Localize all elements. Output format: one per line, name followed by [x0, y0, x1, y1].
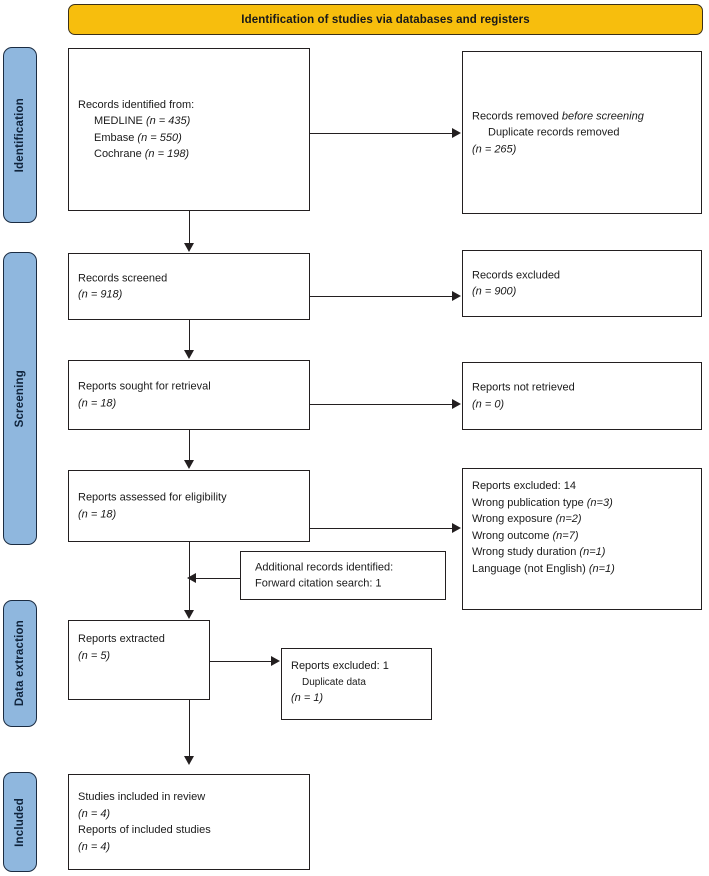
box-records-removed: Records removed before screening Duplica… — [462, 51, 702, 214]
stage-bar-included: Included — [3, 772, 37, 872]
stage-label-data-extraction: Data extraction — [14, 620, 26, 707]
reports-sought-label: Reports sought for retrieval — [78, 380, 211, 393]
arrowhead-extracted-to-excluded1 — [271, 656, 280, 666]
exclusion-reason-text: Language (not English) — [472, 562, 586, 575]
included-line2: Reports of included studies — [78, 824, 211, 836]
exclusion-reason-count: (n=1) — [588, 562, 615, 575]
arrowhead-screened-to-sought — [184, 350, 194, 359]
exclusion-reason-row: Wrong publication type (n=3) — [472, 495, 695, 512]
source-name-medline: MEDLINE — [94, 115, 143, 127]
exclusion-reason-row: Wrong exposure (n=2) — [472, 511, 695, 528]
exclusion-reason-row: Language (not English) (n=1) — [472, 561, 695, 578]
source-row-embase: Embase (n = 550) — [78, 130, 303, 147]
source-count-cochrane: (n = 198) — [144, 148, 190, 160]
connector-screened-to-excluded — [310, 296, 453, 297]
source-row-cochrane: Cochrane (n = 198) — [78, 146, 303, 163]
additional-records-line1: Additional records identified: — [255, 561, 394, 573]
box-studies-included: Studies included in review (n = 4) Repor… — [68, 774, 310, 870]
source-row-medline: MEDLINE (n = 435) — [78, 113, 303, 130]
exclusion-reason-text: Wrong publication type — [472, 496, 584, 509]
records-removed-prefix: Records removed — [472, 109, 562, 122]
box-records-screened: Records screened (n = 918) — [68, 253, 310, 320]
records-screened-count: (n = 918) — [78, 288, 123, 301]
exclusion-reason-row: Wrong study duration (n=1) — [472, 544, 695, 561]
connector-identified-to-removed — [310, 133, 453, 134]
records-removed-line1: Records removed before screening — [472, 108, 695, 125]
reports-not-retrieved-count: (n = 0) — [472, 398, 505, 410]
arrowhead-additional-to-main — [187, 573, 196, 583]
source-count-medline: (n = 435) — [145, 115, 191, 127]
reports-assessed-count: (n = 18) — [78, 508, 117, 520]
arrowhead-identified-to-screened — [184, 243, 194, 252]
records-excluded-count: (n = 900) — [472, 285, 517, 298]
exclusion-reason-count: (n=1) — [579, 546, 606, 558]
stage-bar-screening: Screening — [3, 252, 37, 545]
additional-records-line2: Forward citation search: 1 — [255, 577, 382, 590]
stage-label-included: Included — [14, 797, 26, 847]
connector-screened-to-sought — [189, 320, 190, 351]
records-excluded-label: Records excluded — [472, 269, 561, 281]
stage-label-identification: Identification — [14, 97, 26, 173]
records-removed-count: (n = 265) — [472, 142, 517, 155]
box-reports-assessed: Reports assessed for eligibility (n = 18… — [68, 470, 310, 542]
reports-extracted-label: Reports extracted — [78, 633, 165, 645]
reports-sought-count: (n = 18) — [78, 397, 117, 409]
stage-bar-identification: Identification — [3, 47, 37, 223]
reports-assessed-label: Reports assessed for eligibility — [78, 491, 227, 504]
connector-sought-to-not-retrieved — [310, 404, 453, 405]
connector-identified-to-screened — [189, 211, 190, 244]
box-additional-records: Additional records identified: Forward c… — [240, 551, 446, 600]
records-removed-line2: Duplicate records removed — [488, 126, 620, 139]
connector-extracted-to-excluded1 — [210, 661, 272, 662]
box-records-excluded: Records excluded (n = 900) — [462, 250, 702, 317]
source-count-embase: (n = 550) — [137, 131, 182, 144]
connector-extracted-to-included — [189, 700, 190, 757]
arrowhead-assessed-to-extracted — [184, 610, 194, 619]
records-removed-italic: before screening — [561, 109, 644, 122]
connector-additional-to-main — [196, 578, 240, 579]
exclusion-reason-row: Wrong outcome (n=7) — [472, 528, 695, 545]
reports-excluded-1-heading: Reports excluded: 1 — [291, 660, 389, 672]
diagram-title: Identification of studies via databases … — [241, 13, 530, 26]
stage-bar-data-extraction: Data extraction — [3, 600, 37, 727]
box-reports-extracted: Reports extracted (n = 5) — [68, 620, 210, 700]
connector-sought-to-assessed — [189, 430, 190, 461]
box-reports-excluded-14: Reports excluded: 14 Wrong publication t… — [462, 468, 702, 610]
included-count1: (n = 4) — [78, 807, 111, 820]
box-reports-not-retrieved: Reports not retrieved (n = 0) — [462, 362, 702, 430]
exclusion-reason-count: (n=7) — [552, 529, 579, 542]
arrowhead-identified-to-removed — [452, 128, 461, 138]
connector-assessed-to-excluded14 — [310, 528, 453, 529]
records-identified-heading: Records identified from: — [78, 98, 195, 111]
exclusion-reason-text: Wrong exposure — [472, 513, 553, 525]
reports-excluded-14-heading: Reports excluded: 14 — [472, 480, 576, 492]
reports-extracted-count: (n = 5) — [78, 649, 111, 662]
arrowhead-sought-to-not-retrieved — [452, 399, 461, 409]
exclusion-reason-count: (n=3) — [586, 496, 613, 509]
arrowhead-sought-to-assessed — [184, 460, 194, 469]
reports-not-retrieved-label: Reports not retrieved — [472, 381, 575, 394]
box-records-identified: Records identified from: MEDLINE (n = 43… — [68, 48, 310, 211]
included-line1: Studies included in review — [78, 791, 206, 803]
arrowhead-assessed-to-excluded14 — [452, 523, 461, 533]
reports-excluded-1-reason: Duplicate data — [302, 676, 366, 688]
exclusion-reason-text: Wrong outcome — [472, 529, 550, 542]
stage-label-screening: Screening — [14, 369, 26, 428]
exclusion-reason-count: (n=2) — [555, 513, 582, 525]
arrowhead-extracted-to-included — [184, 756, 194, 765]
diagram-title-banner: Identification of studies via databases … — [68, 4, 703, 35]
reports-excluded-1-count: (n = 1) — [291, 691, 324, 704]
records-screened-label: Records screened — [78, 272, 168, 284]
box-reports-excluded-1: Reports excluded: 1 Duplicate data (n = … — [281, 648, 432, 720]
included-count2: (n = 4) — [78, 840, 111, 853]
source-name-embase: Embase — [94, 131, 135, 144]
box-reports-sought: Reports sought for retrieval (n = 18) — [68, 360, 310, 430]
exclusion-reason-text: Wrong study duration — [472, 546, 577, 558]
source-name-cochrane: Cochrane — [94, 148, 142, 160]
arrowhead-screened-to-excluded — [452, 291, 461, 301]
